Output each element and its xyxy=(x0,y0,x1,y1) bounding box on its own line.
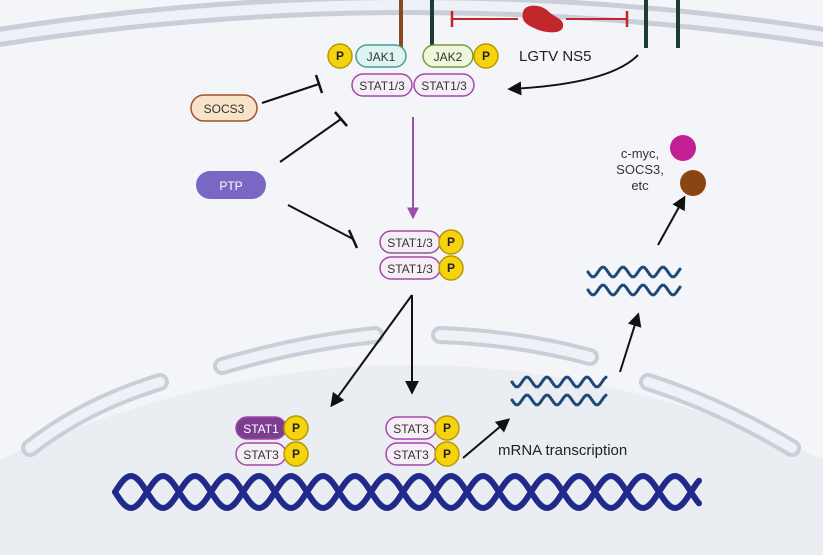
phospho-stat3-homo-top xyxy=(434,415,460,441)
mrna-transcription-label: mRNA transcription xyxy=(498,442,627,459)
mrna-cytoplasm-icon xyxy=(586,265,682,297)
transcription-arrow xyxy=(462,418,511,459)
products-label-line3: etc xyxy=(631,178,649,193)
phospho-stat3-left-label: P xyxy=(292,447,300,461)
ns5-protein-icon xyxy=(522,5,564,33)
socs3-label: SOCS3 xyxy=(204,102,245,116)
phospho-dimer-top-label: P xyxy=(447,235,455,249)
socs3-inhibition xyxy=(261,74,324,104)
phospho-dimer-top xyxy=(438,229,464,255)
jak1-label: JAK1 xyxy=(367,50,396,64)
phospho-jak1 xyxy=(327,43,353,69)
stat1-stat3-heterodimer: STAT1 P STAT3 P xyxy=(235,415,309,467)
plasma-membrane xyxy=(0,0,823,47)
phospho-stat1-label: P xyxy=(292,421,300,435)
phospho-stat3-homo-bottom-label: P xyxy=(443,447,451,461)
products-label-line2: SOCS3, xyxy=(616,162,664,177)
phospho-jak2-label: P xyxy=(482,49,490,63)
cmyc-product xyxy=(670,135,696,161)
nuclear-envelope xyxy=(21,326,801,457)
phospho-stat1 xyxy=(283,415,309,441)
stat3-homodimer: STAT3 P STAT3 P xyxy=(385,415,460,467)
ptp-protein xyxy=(196,171,266,199)
jak2-label: JAK2 xyxy=(434,50,463,64)
stat3-homo-top-label: STAT3 xyxy=(393,422,429,436)
stat13-receptor-left xyxy=(351,73,413,97)
receptor-complex: P JAK1 JAK2 P STAT1/3 STAT1/3 xyxy=(327,43,499,97)
translocation-arrow-left xyxy=(330,294,413,408)
stat3-homo-bottom-label: STAT3 xyxy=(393,448,429,462)
ptp-inhibition-upper xyxy=(279,111,348,163)
ns5-arrow xyxy=(507,54,639,96)
ns5-inhibition xyxy=(450,5,629,33)
mrna-wave-icon xyxy=(510,375,608,407)
jak1-protein xyxy=(355,44,407,68)
socs3-product xyxy=(680,170,706,196)
ptp-label: PTP xyxy=(219,179,242,193)
stat-dimer-cytoplasm: STAT1/3 P STAT1/3 P xyxy=(379,229,464,281)
stat13-receptor-right-label: STAT1/3 xyxy=(421,79,467,93)
ptp-inhibition-lower xyxy=(287,204,359,249)
jak2-protein xyxy=(422,44,474,68)
stat3-left-label: STAT3 xyxy=(243,448,279,462)
translation-arrow xyxy=(657,195,686,246)
phospho-stat3-homo-top-label: P xyxy=(443,421,451,435)
stat13-receptor-right xyxy=(413,73,475,97)
stat13-dimer-bottom-label: STAT1/3 xyxy=(387,262,433,276)
phospho-jak1-label: P xyxy=(336,49,344,63)
phospho-dimer-bottom xyxy=(438,255,464,281)
stat13-dimer-top-label: STAT1/3 xyxy=(387,236,433,250)
products-label-line1: c-myc, xyxy=(621,146,659,161)
phospho-dimer-bottom-label: P xyxy=(447,261,455,275)
stat1-label: STAT1 xyxy=(243,422,279,436)
phospho-stat3-homo-bottom xyxy=(434,441,460,467)
phospho-stat3-left xyxy=(283,441,309,467)
ns5-label: LGTV NS5 xyxy=(519,48,592,65)
receptors xyxy=(399,0,680,48)
stat13-receptor-left-label: STAT1/3 xyxy=(359,79,405,93)
phospho-jak2 xyxy=(473,43,499,69)
export-arrow xyxy=(619,312,642,373)
dna-helix-icon xyxy=(112,472,702,512)
socs3-protein xyxy=(190,94,258,122)
